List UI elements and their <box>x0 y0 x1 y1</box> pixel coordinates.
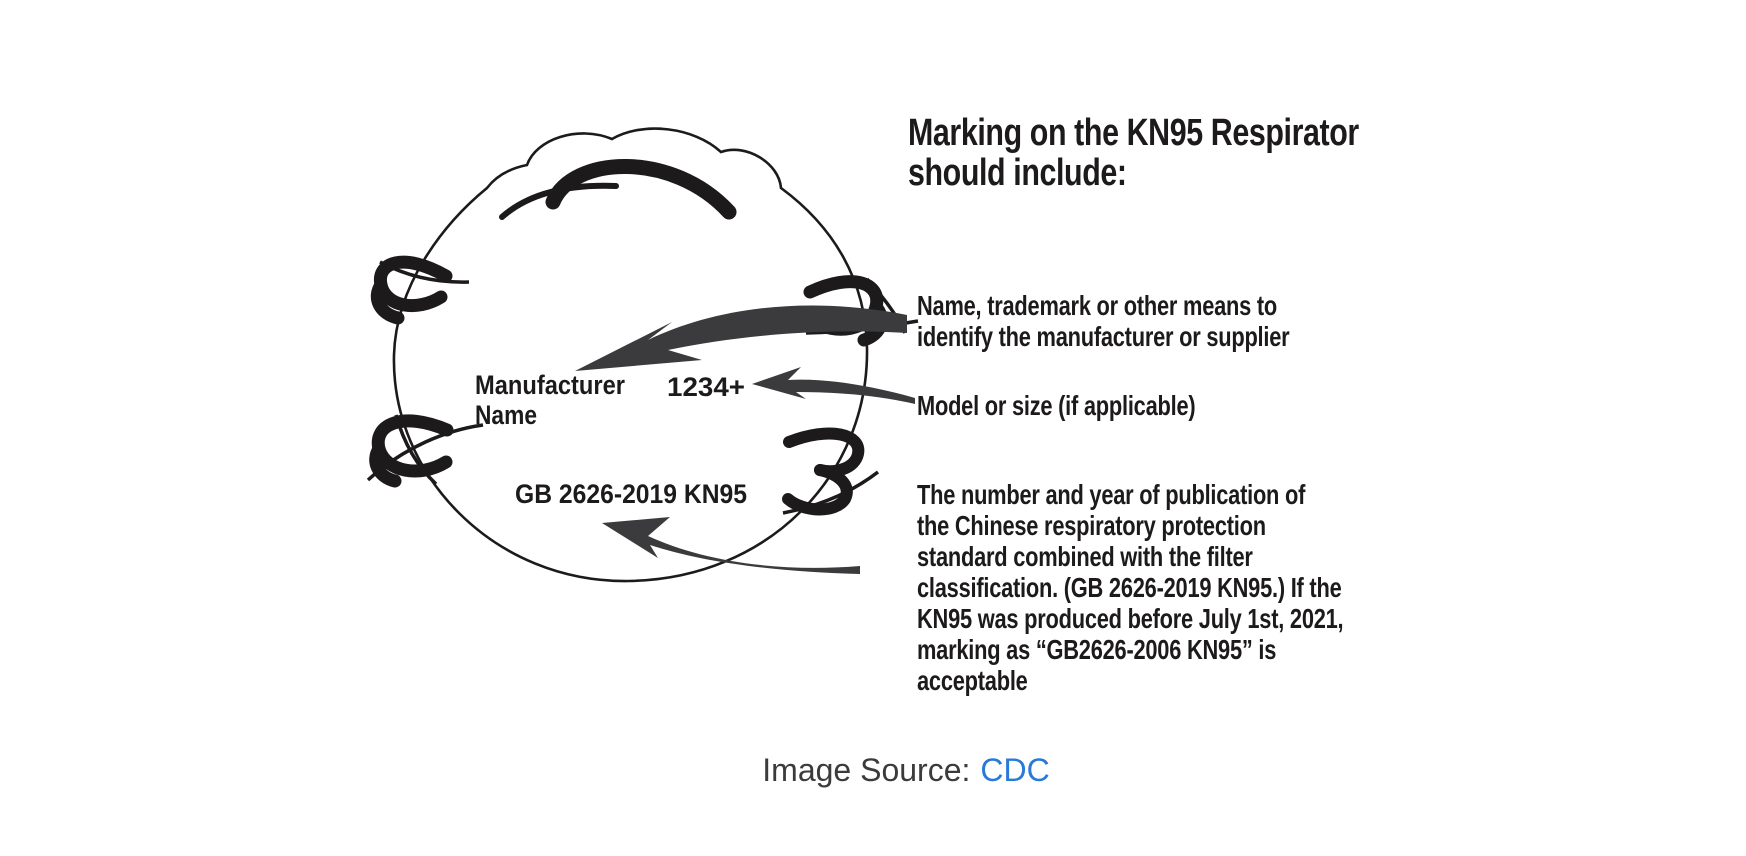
annotation-model-or-size: Model or size (if applicable) <box>917 390 1196 421</box>
mask-manufacturer-label-line1: Manufacturer <box>475 370 625 400</box>
arrow-to-manufacturer-name <box>575 305 907 371</box>
mask-outline <box>392 127 869 583</box>
diagram-heading: Marking on the KN95 Respirator should in… <box>908 112 1359 194</box>
cdc-link[interactable]: CDC <box>980 752 1050 788</box>
strap-clip-lower-left <box>369 414 454 488</box>
strap-lines-lower-right <box>782 470 880 515</box>
arrow-to-model-number <box>752 367 915 404</box>
nose-seam-line <box>499 182 619 220</box>
annotation-standard-number: The number and year of publication of th… <box>917 479 1344 696</box>
mask-manufacturer-label-line2: Name <box>475 400 537 430</box>
image-source-label: Image Source: <box>762 752 971 788</box>
mask-standard-marking-label: GB 2626-2019 KN95 <box>515 479 747 509</box>
strap-lines-upper-left <box>379 260 470 284</box>
arrow-to-standard-marking <box>602 517 860 574</box>
strap-lines-lower-left <box>366 414 484 486</box>
strap-clip-upper-left <box>370 255 453 325</box>
kn95-respirator-diagram: Manufacturer Name 1234+ GB 2626-2019 KN9… <box>366 127 919 583</box>
mask-model-number-label: 1234+ <box>667 372 745 402</box>
annotation-manufacturer-name: Name, trademark or other means to identi… <box>917 290 1290 352</box>
image-source-caption: Image Source:CDC <box>536 752 1276 789</box>
